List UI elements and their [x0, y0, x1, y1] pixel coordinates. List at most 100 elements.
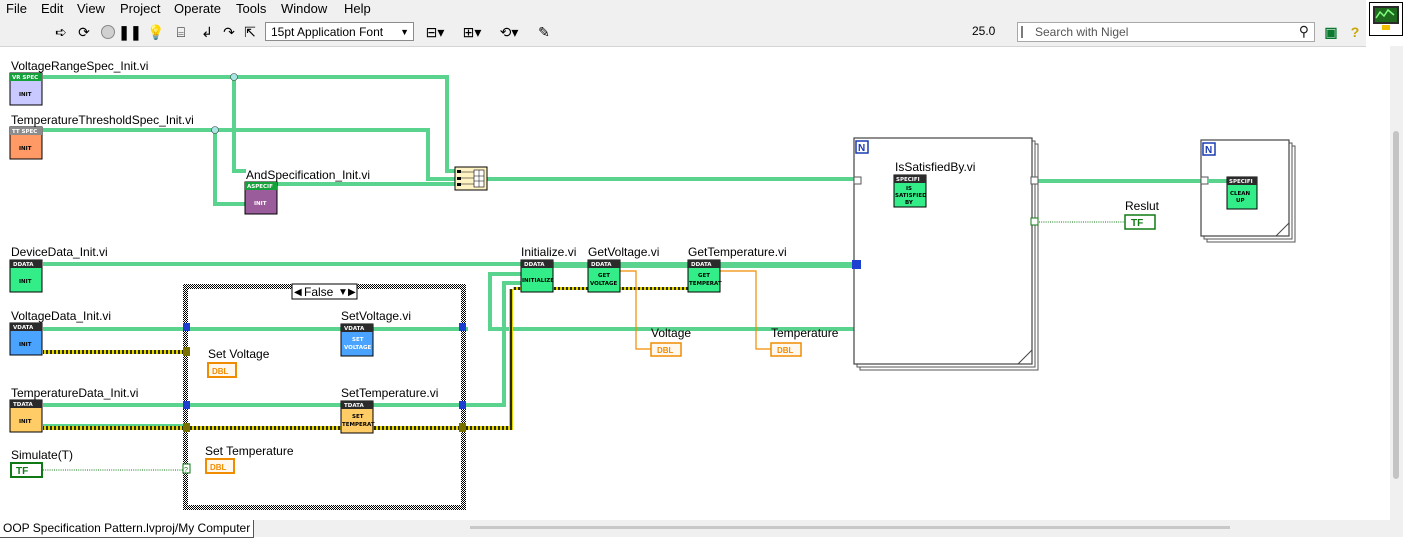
step-out-icon[interactable]: ⇱: [244, 23, 256, 40]
svg-text:TF: TF: [1131, 218, 1143, 229]
horizontal-scrollbar[interactable]: [470, 526, 1230, 529]
svg-text:TDATA: TDATA: [13, 402, 33, 408]
voltage-dbl-indicator[interactable]: DBL: [650, 342, 682, 357]
loop-count-terminal[interactable]: N: [858, 143, 865, 154]
voltage-data-init-icon[interactable]: VDATA INIT: [9, 322, 43, 356]
svg-text:INIT: INIT: [254, 201, 267, 207]
step-into-icon[interactable]: ↲: [201, 23, 213, 40]
for-loop-issatisfied[interactable]: N: [852, 137, 1039, 371]
retain-wire-values-icon[interactable]: ⌸: [176, 23, 186, 40]
svg-text:SET: SET: [352, 414, 364, 420]
run-continuously-icon[interactable]: ⟳: [78, 23, 90, 40]
svg-text:INIT: INIT: [19, 92, 32, 98]
label-temperature-indicator: Temperature: [771, 326, 839, 340]
align-objects-icon[interactable]: ⊟▾: [425, 23, 445, 40]
case-increment-icon[interactable]: ▶: [348, 287, 356, 298]
highlight-execution-icon[interactable]: 💡: [147, 23, 165, 40]
svg-text:DBL: DBL: [212, 367, 229, 376]
build-array-node[interactable]: [454, 166, 488, 191]
menu-file[interactable]: File: [6, 1, 27, 16]
clean-up-icon[interactable]: SPECIFI CLEAN UP: [1226, 176, 1258, 210]
get-voltage-icon[interactable]: DDATA GET VOLTAGE: [587, 259, 621, 293]
menu-edit[interactable]: Edit: [41, 1, 64, 16]
run-arrow-icon[interactable]: ➪: [55, 23, 67, 40]
case-decrement-icon[interactable]: ◀: [294, 287, 302, 298]
search-input[interactable]: Search with Nigel ⚲: [1017, 22, 1315, 42]
project-path: OOP Specification Pattern.lvproj/My Comp…: [0, 520, 255, 538]
set-temperature-icon[interactable]: TDATA SET TEMPERAT: [340, 400, 375, 434]
svg-text:TEMPERAT: TEMPERAT: [342, 422, 375, 428]
vertical-scrollbar[interactable]: [1390, 46, 1403, 520]
svg-text:VR SPEC: VR SPEC: [12, 75, 38, 81]
label-set-voltage-control: Set Voltage: [208, 347, 270, 361]
svg-text:DDATA: DDATA: [691, 262, 712, 268]
status-bar: OOP Specification Pattern.lvproj/My Comp…: [0, 520, 1403, 538]
chevron-down-icon: ▼: [400, 27, 409, 37]
label-voltage-indicator: Voltage: [651, 326, 691, 340]
label-voltage-data-init: VoltageData_Init.vi: [11, 309, 111, 323]
for-loop-cleanup[interactable]: N: [1200, 139, 1296, 243]
pause-icon[interactable]: ❚❚: [118, 23, 142, 40]
device-data-init-icon[interactable]: DDATA INIT: [9, 259, 43, 293]
abort-icon[interactable]: [98, 23, 118, 41]
vertical-scroll-thumb[interactable]: [1393, 131, 1399, 479]
help-question-icon[interactable]: ?: [1350, 24, 1360, 40]
label-initialize-vi: Initialize.vi: [521, 245, 576, 259]
is-satisfied-by-icon[interactable]: SPECIFI IS SATISFIED BY: [893, 174, 927, 208]
label-set-temperature-vi: SetTemperature.vi: [341, 386, 438, 400]
font-select[interactable]: 15pt Application Font▼: [265, 22, 414, 41]
diagram-labels: VoltageRangeSpec_Init.vi TemperatureThre…: [11, 59, 1160, 462]
svg-text:SPECIFI: SPECIFI: [1229, 179, 1253, 185]
simulate-boolean-control[interactable]: TF: [10, 462, 43, 478]
voltage-range-spec-init-icon[interactable]: VR SPEC INIT: [9, 72, 43, 106]
svg-text:DBL: DBL: [210, 463, 227, 472]
step-over-icon[interactable]: ↷: [223, 23, 235, 40]
svg-text:TF: TF: [16, 466, 28, 477]
svg-text:INIT: INIT: [19, 342, 32, 348]
svg-text:DBL: DBL: [657, 346, 674, 355]
menu-project[interactable]: Project: [120, 1, 161, 16]
svg-text:ASPECIF: ASPECIF: [247, 184, 273, 190]
menu-tools[interactable]: Tools: [236, 1, 267, 16]
menu-operate[interactable]: Operate: [174, 1, 221, 16]
context-help-icon[interactable]: ▣: [1324, 23, 1338, 40]
label-set-temperature-control: Set Temperature: [205, 444, 294, 458]
set-temperature-dbl-control[interactable]: DBL: [205, 458, 235, 474]
result-boolean-indicator[interactable]: TF: [1124, 214, 1156, 230]
temperature-threshold-spec-init-icon[interactable]: TT SPEC INIT: [9, 126, 43, 160]
svg-text:INITIALIZE: INITIALIZE: [522, 278, 554, 284]
search-icon[interactable]: ⚲: [1298, 23, 1309, 39]
label-temperature-data-init: TemperatureData_Init.vi: [11, 386, 138, 400]
svg-text:VOLTAGE: VOLTAGE: [344, 345, 372, 351]
svg-text:TEMPERAT: TEMPERAT: [689, 281, 722, 287]
svg-text:DBL: DBL: [777, 346, 794, 355]
clean-up-diagram-icon[interactable]: ✎: [538, 23, 550, 40]
temperature-dbl-indicator[interactable]: DBL: [770, 342, 802, 357]
bool-wires[interactable]: [43, 191, 1125, 471]
svg-text:VOLTAGE: VOLTAGE: [590, 281, 618, 287]
initialize-icon[interactable]: DDATA INITIALIZE: [520, 259, 554, 293]
case-dropdown-icon[interactable]: ▼: [338, 287, 348, 298]
block-diagram[interactable]: ◀ False ▼ ▶ ? N: [0, 46, 1390, 520]
get-temperature-icon[interactable]: DDATA GET TEMPERAT: [687, 259, 722, 293]
svg-text:VDATA: VDATA: [344, 326, 365, 332]
svg-text:GET: GET: [598, 273, 610, 279]
distribute-objects-icon[interactable]: ⊞▾: [462, 23, 482, 40]
loop-count-terminal-2[interactable]: N: [1205, 145, 1212, 156]
label-device-data-init: DeviceData_Init.vi: [11, 245, 108, 259]
temperature-data-init-icon[interactable]: TDATA INIT: [9, 399, 43, 433]
label-result-indicator: Reslut: [1125, 199, 1160, 213]
set-voltage-icon[interactable]: VDATA SET VOLTAGE: [340, 323, 374, 357]
vi-icon-graphic: [1373, 6, 1399, 30]
menu-view[interactable]: View: [77, 1, 105, 16]
svg-text:SPECIFI: SPECIFI: [896, 177, 920, 183]
vi-icon[interactable]: [1369, 2, 1403, 36]
set-voltage-dbl-control[interactable]: DBL: [207, 362, 237, 378]
reorder-icon[interactable]: ⟲▾: [499, 23, 519, 40]
label-simulate: Simulate(T): [11, 448, 73, 462]
and-specification-init-icon[interactable]: ASPECIF INIT: [244, 181, 278, 215]
menu-bar: File Edit View Project Operate Tools Win…: [0, 0, 1366, 19]
menu-help[interactable]: Help: [344, 1, 371, 16]
menu-window[interactable]: Window: [281, 1, 328, 16]
case-selector-label[interactable]: False: [304, 285, 334, 299]
